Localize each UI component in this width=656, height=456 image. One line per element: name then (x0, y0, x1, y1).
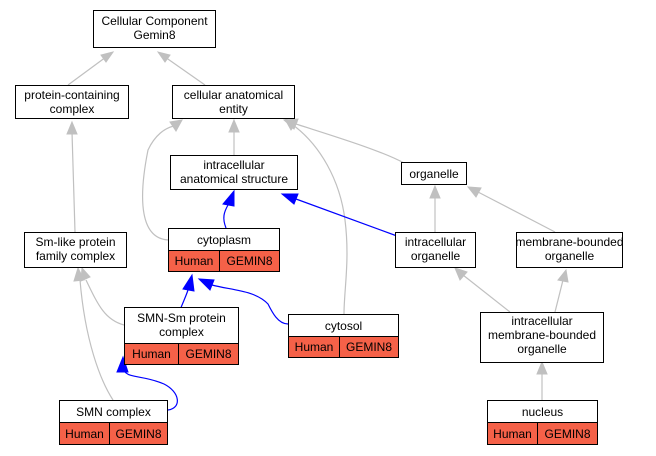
edge-imbo-to-mbo (554, 279, 564, 313)
node-label: SMN complex (76, 405, 151, 419)
node-root-cellular-component[interactable]: Cellular Component Gemin8 (93, 10, 216, 48)
node-label: Gemin8 (133, 28, 175, 42)
arrowhead-icon (169, 119, 183, 132)
node-label: Sm-like protein (35, 235, 115, 249)
gene-badge: GEMIN8 (544, 427, 590, 441)
node-label: intracellular (511, 314, 572, 328)
species-badge: Human (132, 347, 171, 361)
edge-anatomical-entity-to-root (164, 56, 206, 86)
arrowhead-icon (228, 118, 240, 133)
edge-cytoplasm-to-cae (141, 125, 175, 241)
node-label: protein-containing (24, 88, 119, 102)
node-cytosol[interactable]: cytosol Human GEMIN8 (288, 314, 399, 358)
node-label: intracellular (405, 235, 466, 249)
edge-smn-partof-smnsm (124, 371, 178, 411)
arrowhead-icon (429, 184, 441, 199)
arrowhead-icon (454, 267, 468, 281)
edge-smnsm-to-smlike (85, 279, 125, 326)
arrowhead-icon (466, 186, 482, 198)
node-label: nucleus (522, 405, 563, 419)
node-intracellular-anatomical-structure[interactable]: intracellular anatomical structure (170, 155, 298, 190)
node-label: organelle (411, 249, 461, 263)
arrowhead-icon (197, 278, 215, 291)
arrowhead-icon (557, 268, 569, 283)
species-badge: Human (65, 427, 104, 441)
node-label: cellular anatomical (184, 88, 283, 102)
node-label: complex (159, 325, 204, 339)
node-protein-containing-complex[interactable]: protein-containing complex (15, 85, 129, 119)
arrowhead-icon (156, 51, 171, 63)
edges (66, 51, 569, 411)
gene-badge: GEMIN8 (185, 347, 231, 361)
node-label: membrane-bounded (515, 235, 623, 249)
node-label: SMN-Sm protein (137, 311, 226, 325)
arrowhead-icon (66, 120, 78, 135)
arrowhead-icon (182, 273, 195, 292)
arrowhead-icon (284, 118, 298, 131)
gene-badge: GEMIN8 (226, 254, 272, 268)
node-membrane-bounded-organelle[interactable]: membrane-bounded organelle (515, 232, 624, 268)
edge-cytosol-to-cae (292, 124, 348, 315)
edge-organelle-to-cae (295, 123, 405, 164)
node-label: membrane-bounded (488, 328, 596, 342)
node-label: organelle (409, 167, 459, 181)
edge-mbo-to-organelle (477, 191, 556, 233)
node-organelle[interactable]: organelle (401, 162, 467, 185)
node-intracellular-organelle[interactable]: intracellular organelle (395, 232, 476, 268)
arrowhead-icon (100, 51, 115, 63)
node-label: entity (219, 102, 248, 116)
node-smn-complex[interactable]: SMN complex Human GEMIN8 (59, 400, 168, 445)
node-intracellular-membrane-bounded-organelle[interactable]: intracellular membrane-bounded organelle (480, 312, 604, 363)
node-label: organelle (517, 342, 567, 356)
edge-smlike-to-protein-complex (71, 131, 76, 233)
edge-protein-complex-to-root (67, 56, 107, 86)
gene-badge: GEMIN8 (346, 340, 392, 354)
arrowhead-icon (73, 266, 85, 282)
node-label: Cellular Component (101, 14, 208, 28)
node-label: family complex (36, 249, 115, 263)
species-badge: Human (295, 340, 334, 354)
node-sm-like-protein-family-complex[interactable]: Sm-like protein family complex (24, 232, 127, 268)
species-badge: Human (175, 254, 214, 268)
edge-imbo-to-io (462, 274, 511, 313)
node-label: intracellular (203, 158, 264, 172)
arrowhead-icon (280, 193, 299, 205)
species-badge: Human (493, 427, 532, 441)
node-smn-sm-protein-complex[interactable]: SMN-Sm protein complex Human GEMIN8 (124, 307, 239, 365)
gene-badge: GEMIN8 (115, 427, 161, 441)
node-cellular-anatomical-entity[interactable]: cellular anatomical entity (172, 85, 295, 119)
edge-cytosol-partof-cytoplasm (211, 284, 289, 325)
edge-cytoplasm-partof-ias (223, 204, 229, 229)
node-label: organelle (545, 249, 595, 263)
node-label: anatomical structure (180, 172, 288, 186)
arrowhead-icon (222, 189, 235, 207)
node-label: cytoplasm (197, 233, 251, 247)
node-cytoplasm[interactable]: cytoplasm Human GEMIN8 (168, 228, 280, 272)
node-nucleus[interactable]: nucleus Human GEMIN8 (487, 400, 598, 445)
edge-io-partof-ias (295, 198, 398, 237)
node-label: cytosol (325, 319, 362, 333)
arrowhead-icon (536, 360, 548, 375)
node-label: complex (50, 102, 95, 116)
edge-smn-to-smlike (79, 279, 114, 401)
